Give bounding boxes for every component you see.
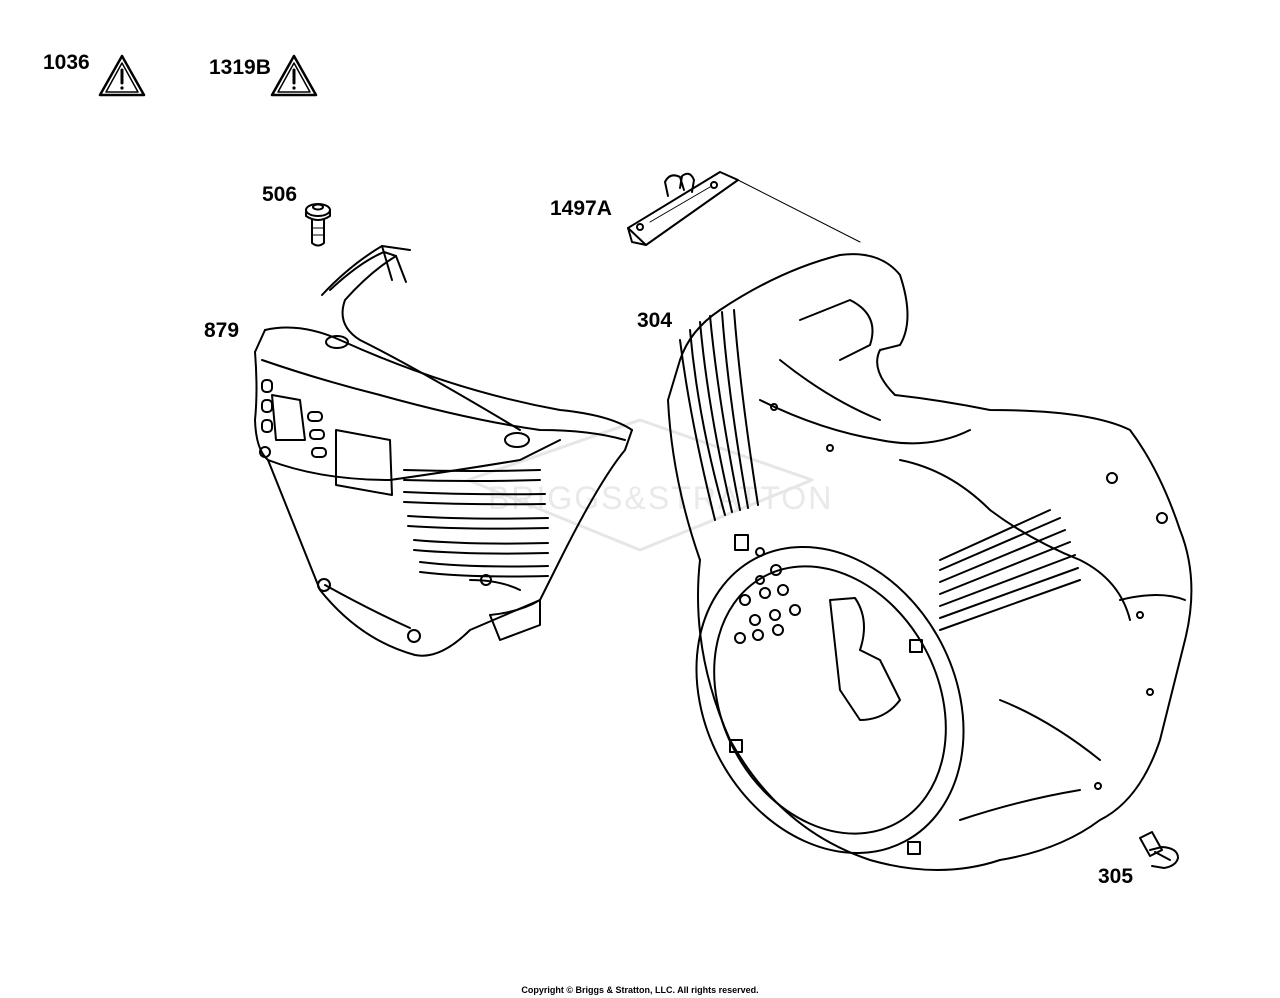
watermark-logo: [466, 418, 814, 552]
bracket-1497A: [627, 171, 861, 246]
blower-housing-304: [667, 253, 1193, 871]
bolt-305: [1139, 831, 1179, 869]
label-1319B: 1319B: [209, 56, 271, 79]
warning-triangle-icon: [98, 54, 146, 97]
screw-506: [305, 203, 331, 247]
control-cover-879: [254, 245, 633, 657]
label-304: 304: [637, 309, 673, 332]
label-506: 506: [262, 183, 298, 206]
warning-triangle-icon: [270, 54, 318, 97]
label-879: 879: [204, 319, 240, 342]
label-305: 305: [1098, 865, 1134, 888]
copyright-notice: Copyright © Briggs & Stratton, LLC. All …: [521, 985, 759, 995]
label-1497A: 1497A: [550, 197, 612, 220]
label-1036: 1036: [43, 51, 90, 74]
